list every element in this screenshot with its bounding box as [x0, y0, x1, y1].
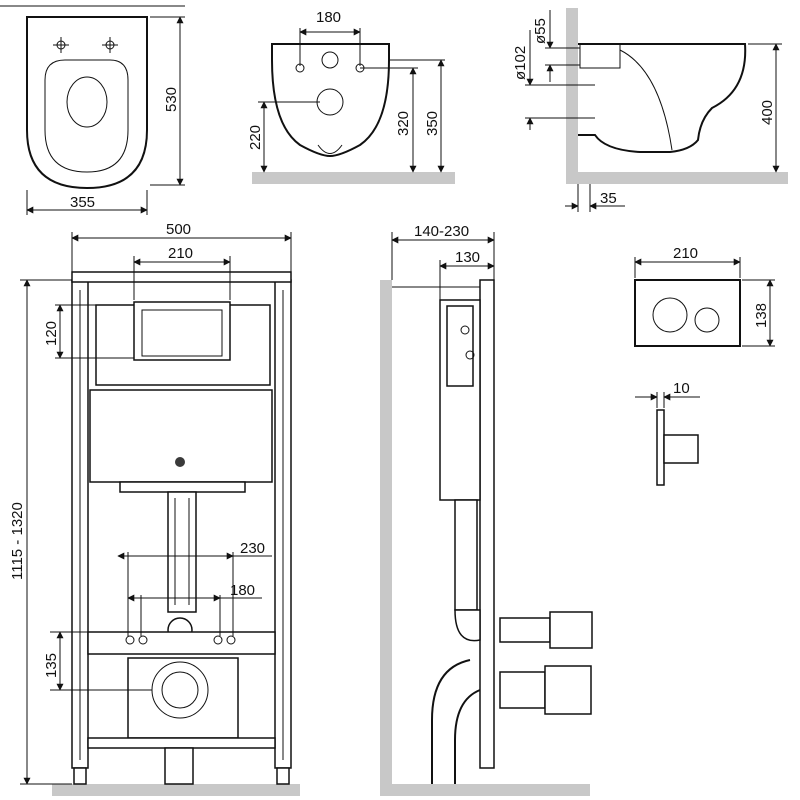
plate-width-label: 210: [673, 245, 698, 262]
bowl-top-view: 355 530: [0, 6, 185, 215]
bolt-230-label: 230: [240, 540, 265, 557]
height-350-label: 350: [424, 111, 441, 136]
tank-width-label: 210: [168, 245, 193, 262]
wall-gap-label: 35: [600, 190, 617, 207]
bowl-side-view: ø55 ø102 400 35: [512, 8, 788, 212]
bolt-180-label: 180: [230, 582, 255, 599]
height-220-label: 220: [247, 125, 264, 150]
frame-height-label: 1115 - 1320: [9, 502, 26, 580]
plate-thickness-label: 10: [673, 380, 690, 397]
height-320-label: 320: [395, 111, 412, 136]
frame-width-label: 500: [166, 221, 191, 238]
drain-height-label: 135: [43, 653, 60, 678]
depth-range-label: 140-230: [414, 223, 469, 240]
depth-130-label: 130: [455, 249, 480, 266]
diameter-55-label: ø55: [532, 18, 549, 44]
flush-plate-view: 210 138 10: [635, 245, 775, 485]
plate-height-label: 138: [753, 303, 770, 328]
diameter-102-label: ø102: [512, 46, 529, 80]
frame-side-view: 140-230 130: [380, 223, 592, 796]
frame-front-view: 500 210 120 1115 - 1320 230 180 135: [9, 221, 300, 796]
bowl-width-label: 355: [70, 194, 95, 211]
bowl-front-view: 180 320 350 220: [247, 9, 455, 184]
bolt-spacing-label: 180: [316, 9, 341, 26]
tank-height-label: 120: [43, 321, 60, 346]
bowl-depth-label: 530: [163, 87, 180, 112]
height-400-label: 400: [759, 100, 776, 125]
